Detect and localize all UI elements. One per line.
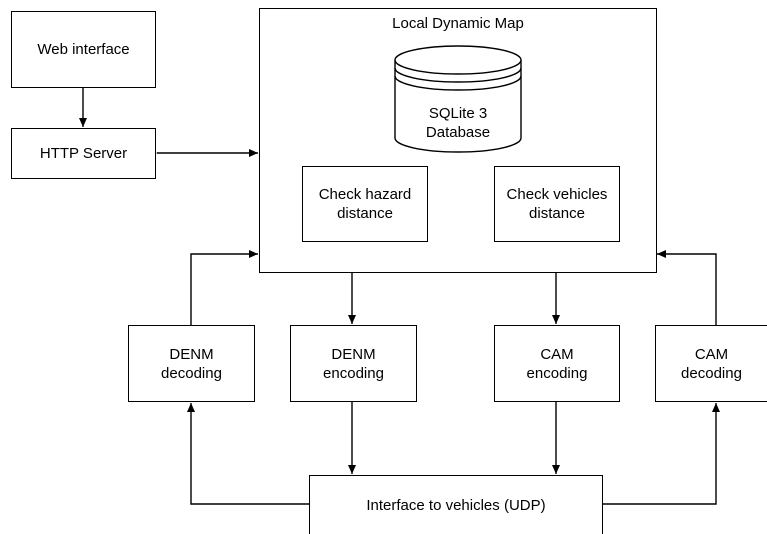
interface-vehicles-box: Interface to vehicles (UDP) — [309, 475, 603, 534]
cam-decoding-label: CAM decoding — [681, 345, 742, 382]
check-hazard-label: Check hazard distance — [318, 186, 412, 222]
denm-decoding-label: DENM decoding — [161, 345, 222, 382]
cam-decoding-box: CAM decoding — [655, 325, 767, 402]
denm-decoding-box: DENM decoding — [128, 325, 255, 402]
local-dynamic-map-box: Local Dynamic Map — [259, 8, 657, 273]
http-server-box: HTTP Server — [11, 128, 156, 179]
cam-encoding-label: CAM encoding — [526, 345, 588, 382]
database-label: SQLite 3 Database — [425, 105, 491, 141]
interface-vehicles-label: Interface to vehicles (UDP) — [366, 496, 546, 514]
cam-encoding-box: CAM encoding — [494, 325, 620, 402]
denm-encoding-label: DENM encoding — [323, 345, 384, 382]
arrow-interface-denm-decoding — [187, 403, 309, 505]
arrow-interface-cam-decoding — [603, 403, 720, 505]
check-hazard-box: Check hazard distance — [302, 166, 428, 242]
check-vehicles-label: Check vehicles distance — [506, 186, 608, 222]
arrow-denm-decoding-ldm — [190, 250, 258, 325]
database-cylinder — [394, 45, 522, 153]
http-server-label: HTTP Server — [39, 145, 128, 162]
check-vehicles-box: Check vehicles distance — [494, 166, 620, 242]
web-interface-label: Web interface — [37, 41, 130, 58]
arrow-cam-decoding-ldm — [657, 250, 717, 325]
local-dynamic-map-title: Local Dynamic Map — [392, 15, 524, 32]
web-interface-box: Web interface — [11, 11, 156, 88]
denm-encoding-box: DENM encoding — [290, 325, 417, 402]
